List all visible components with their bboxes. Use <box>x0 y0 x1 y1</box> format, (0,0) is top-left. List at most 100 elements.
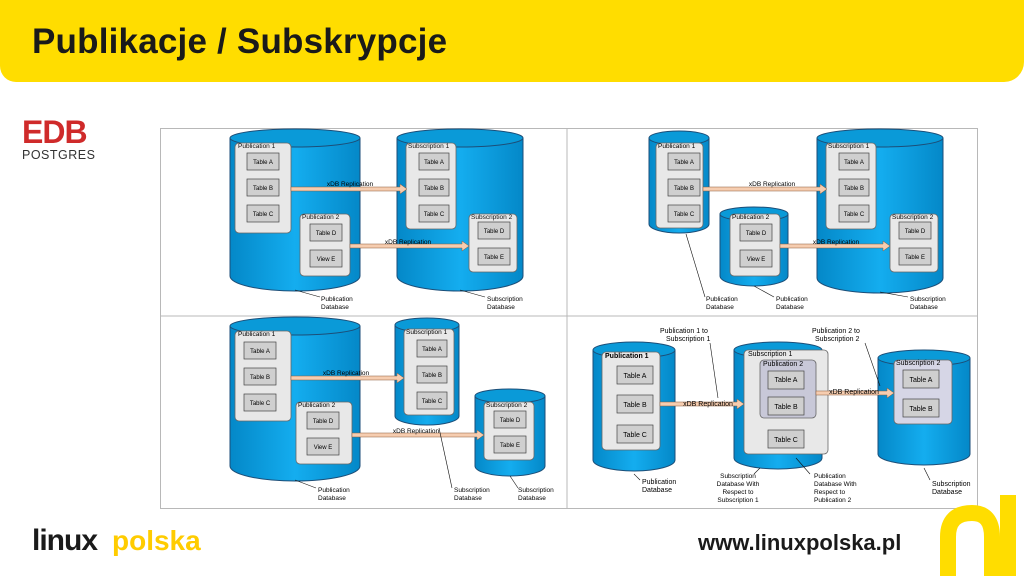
table-a-label: Table A <box>250 349 270 355</box>
website-url: www.linuxpolska.pl <box>698 530 902 555</box>
sub-table-c-label: Table C <box>844 212 865 218</box>
logo-polska-text: polska <box>112 525 201 556</box>
table-c-label: Table C <box>674 212 695 218</box>
subscription-2-label: Subscription 2 <box>892 214 934 221</box>
sub-table-e-label: Table E <box>905 255 925 261</box>
leader-line <box>294 289 321 298</box>
replication-arrow-2 <box>351 429 485 441</box>
subscription-2-label: Subscription 2 <box>471 214 513 221</box>
subscription-db-label-1: Subscription <box>910 296 946 303</box>
sub-table-c-label: Table C <box>422 399 443 405</box>
mid-table-c-box <box>767 429 805 449</box>
sub-table-d-box <box>493 410 527 429</box>
sub-table-b-label: Table B <box>909 406 933 413</box>
view-e-box <box>309 249 343 268</box>
table-c-box <box>616 424 654 444</box>
publication-db-label-2: Database <box>642 487 672 494</box>
leader-line <box>923 467 931 481</box>
table-d-label: Table D <box>746 231 767 237</box>
subscription-1-db-label-2: Database <box>454 495 482 502</box>
pub-wrt-label-1: Publication <box>814 473 846 480</box>
replication-2-label: xDB Replication <box>393 428 440 435</box>
table-a-box <box>243 341 277 360</box>
subscription-db-label-1: Subscription <box>932 481 971 488</box>
sub-table-c-box <box>838 204 870 223</box>
publication-2-db-label-1: Publication <box>776 296 808 303</box>
mid-table-c-label: Table C <box>774 437 798 444</box>
mid-table-a-box <box>767 370 805 390</box>
subscription-db-label-2: Database <box>932 489 962 496</box>
leader-line <box>864 342 881 387</box>
table-c-box <box>246 204 280 223</box>
sub-table-d-box <box>898 221 932 240</box>
subscription-2-db-label-2: Database <box>518 495 546 502</box>
sub-table-e-label: Table E <box>500 443 520 449</box>
sub-table-b-box <box>418 178 450 197</box>
sub-wrt-label-2: Database With <box>717 481 760 488</box>
replication-1-label: xDB Replication <box>683 401 733 408</box>
replication-diagrams: Publication 1 Table A Table B Table C Pu… <box>160 128 978 509</box>
annotation-pub1-to-sub1-b: Subscription 1 <box>666 336 710 343</box>
table-c-label: Table C <box>250 401 271 407</box>
annotation-pub2-to-sub2-a: Publication 2 to <box>812 328 860 335</box>
diagram-2: Publication 1 Table A Table B Table C Pu… <box>648 128 946 311</box>
table-a-label: Table A <box>624 373 647 380</box>
sub-table-d-label: Table D <box>500 418 521 424</box>
table-a-box <box>667 152 701 171</box>
sub-table-c-box <box>416 391 448 410</box>
sub-table-a-box <box>838 152 870 171</box>
publication-2-label: Publication 2 <box>732 214 770 221</box>
table-c-box <box>243 393 277 412</box>
sub-table-e-label: Table E <box>484 255 504 261</box>
sub-table-b-label: Table B <box>422 373 442 379</box>
replication-2-label: xDB Replication <box>385 239 432 246</box>
replication-1-label: xDB Replication <box>323 370 370 377</box>
diagram-3: Publication 1 Table A Table B Table C Pu… <box>229 316 554 502</box>
subscription-1-db-label-1: Subscription <box>454 487 490 494</box>
publication-db-label-1: Publication <box>642 479 676 486</box>
subscription-1-label: Subscription 1 <box>406 329 448 336</box>
subscription-1-label: Subscription 1 <box>748 351 792 358</box>
subscription-1-label: Subscription 1 <box>828 143 870 150</box>
publication-2-label: Publication 2 <box>302 214 340 221</box>
subscription-2-label: Subscription 2 <box>896 360 940 367</box>
table-b-box <box>667 178 701 197</box>
sub-table-b-label: Table B <box>844 186 864 192</box>
table-b-box <box>246 178 280 197</box>
sub-table-a-label: Table A <box>910 377 933 384</box>
replication-1-label: xDB Replication <box>749 181 796 188</box>
view-e-label: View E <box>314 445 333 451</box>
leader-line <box>633 473 641 481</box>
annotation-pub1-to-sub1-a: Publication 1 to <box>660 328 708 335</box>
table-a-box <box>616 365 654 385</box>
view-e-label: View E <box>317 257 336 263</box>
diagram-4: Publication 1 to Subscription 1 Publicat… <box>592 328 971 504</box>
publication-1-label: Publication 1 <box>238 331 276 338</box>
mid-table-b-label: Table B <box>774 404 798 411</box>
sub-table-b-box <box>416 365 448 384</box>
pub-wrt-label-3: Respect to <box>814 489 845 496</box>
leader-line <box>438 427 453 489</box>
sub-table-c-label: Table C <box>424 212 445 218</box>
table-c-box <box>667 204 701 223</box>
replication-arrow-1 <box>290 372 405 384</box>
sub-table-a-label: Table A <box>424 160 444 166</box>
table-a-box <box>246 152 280 171</box>
table-c-label: Table C <box>623 432 647 439</box>
edb-postgres-logo: EDB POSTGRES <box>22 116 102 166</box>
sub-table-a-box <box>416 339 448 358</box>
replication-arrow-1 <box>290 183 408 195</box>
postgres-logo-text: POSTGRES <box>22 148 96 162</box>
publication-1-db-label-2: Database <box>706 304 734 311</box>
table-b-label: Table B <box>253 186 273 192</box>
sub-table-e-box <box>898 247 932 266</box>
table-b-label: Table B <box>250 375 270 381</box>
sub-table-d-label: Table D <box>484 229 505 235</box>
sub-wrt-label-3: Respect to <box>722 489 753 496</box>
subscription-2-label: Subscription 2 <box>486 402 528 409</box>
publication-db-label-2: Database <box>321 304 349 311</box>
sub-table-b-label: Table B <box>424 186 444 192</box>
publication-2-db-label-2: Database <box>776 304 804 311</box>
subscription-db-label-1: Subscription <box>487 296 523 303</box>
diagram-1: Publication 1 Table A Table B Table C Pu… <box>229 128 524 311</box>
